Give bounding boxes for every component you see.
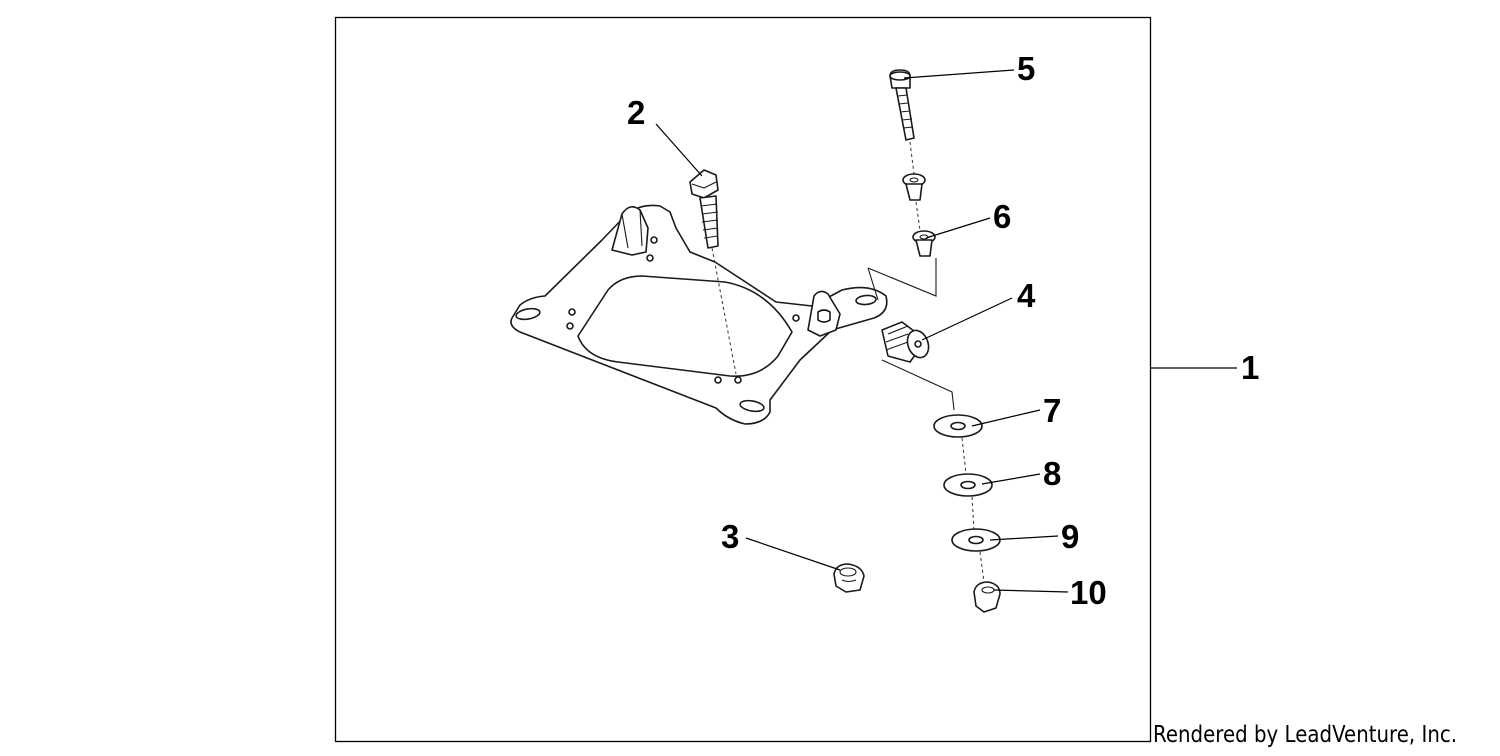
callout-9: 9 [1061, 518, 1079, 555]
washer-8-part[interactable] [943, 473, 993, 497]
socket-screw-part[interactable] [889, 69, 915, 141]
leader-line-3 [745, 537, 841, 571]
render-credit: Rendered by LeadVenture, Inc. [1153, 722, 1458, 748]
leader-line-9 [989, 535, 1059, 541]
callout-1: 1 [1241, 349, 1259, 386]
leader-line-10 [993, 589, 1069, 593]
leader-line-6 [925, 217, 991, 239]
callout-4: 4 [1017, 277, 1036, 314]
callout-8: 8 [1043, 455, 1061, 492]
washer-8-axis-line [971, 496, 975, 531]
washer-axis-line [961, 437, 967, 475]
diagram-frame [334, 16, 1152, 743]
callout-3: 3 [721, 518, 739, 555]
guide-line-plate [867, 267, 879, 301]
washer-9-part[interactable] [951, 528, 1001, 552]
mounting-plate-part[interactable] [510, 204, 888, 425]
leader-line-8 [981, 473, 1041, 485]
spacer-part[interactable] [902, 173, 926, 201]
rubber-mount-part[interactable] [881, 321, 932, 363]
callout-7: 7 [1043, 392, 1061, 429]
callout-6: 6 [993, 198, 1011, 235]
lock-nut-10-part[interactable] [973, 581, 1001, 613]
leader-line-2 [655, 123, 703, 177]
collar-part[interactable] [912, 230, 936, 257]
callout-5: 5 [1017, 50, 1035, 87]
leader-line-7 [971, 409, 1041, 427]
washer-9-axis-line [979, 551, 985, 583]
leader-line-4 [921, 297, 1013, 341]
assembly-guide-lines [867, 258, 955, 411]
callout-10: 10 [1070, 574, 1107, 611]
callout-2: 2 [627, 94, 645, 131]
spacer-axis-line [915, 201, 921, 231]
leader-line-5 [903, 69, 1015, 79]
screw-axis-line [909, 141, 915, 175]
hex-bolt-part[interactable] [689, 169, 719, 249]
washer-7-part[interactable] [933, 414, 983, 438]
flange-nut-3-part[interactable] [833, 563, 865, 593]
